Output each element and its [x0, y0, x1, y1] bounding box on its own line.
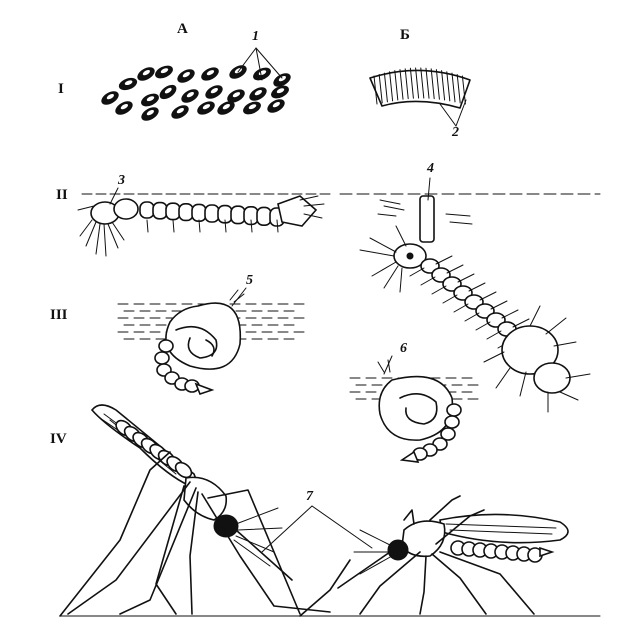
- callout-lines-others: [109, 177, 431, 553]
- egg: [141, 93, 159, 107]
- callout-7: 7: [306, 489, 313, 504]
- larva-vertical: [359, 195, 591, 413]
- egg: [249, 87, 267, 101]
- pupa-tail-segment: [440, 427, 456, 441]
- egg: [201, 67, 219, 81]
- row-label-1: I: [58, 81, 64, 97]
- larva-horizontal: [77, 195, 325, 257]
- row-label-3: III: [50, 307, 68, 323]
- larva-segment: [139, 201, 155, 219]
- egg: [271, 85, 289, 99]
- egg: [118, 77, 138, 91]
- pupa-tail-segment: [444, 415, 460, 429]
- pupa-tail-segment: [154, 351, 170, 365]
- callout-6: 6: [400, 341, 407, 356]
- larva-segment: [204, 204, 220, 223]
- egg: [243, 101, 261, 115]
- egg: [155, 65, 173, 79]
- callout-2: 2: [452, 125, 459, 140]
- egg: [171, 105, 189, 119]
- larva-segment: [152, 201, 168, 220]
- egg: [197, 101, 215, 115]
- egg-raft-b: [369, 67, 471, 109]
- row-label-2: II: [56, 187, 68, 203]
- egg: [141, 107, 159, 121]
- row-label-4: IV: [50, 431, 67, 447]
- larva-segment: [165, 202, 181, 221]
- egg: [267, 99, 285, 113]
- callout-1: 1: [252, 29, 259, 44]
- egg: [181, 89, 199, 103]
- larva-segment: [230, 205, 246, 225]
- eggs-group-a: [101, 65, 291, 121]
- pupa-6: [349, 359, 479, 463]
- column-label-a: А: [177, 21, 188, 37]
- larva-segment: [191, 203, 207, 222]
- abdomen-segment: [174, 461, 193, 479]
- egg: [137, 67, 155, 81]
- callout-5: 5: [246, 273, 253, 288]
- callout-lines-2: [439, 99, 467, 127]
- egg: [101, 91, 119, 105]
- egg: [177, 69, 195, 83]
- ground-lines: [59, 451, 601, 617]
- larva-segment: [178, 203, 194, 222]
- larva-segment: [256, 206, 272, 226]
- egg: [205, 85, 223, 99]
- egg: [227, 89, 245, 103]
- callout-lines-1: [237, 47, 283, 81]
- egg: [115, 101, 133, 115]
- egg: [217, 101, 235, 115]
- column-label-b: Б: [400, 27, 410, 43]
- pupa-tail-segment: [158, 339, 174, 353]
- callout-3: 3: [118, 173, 125, 188]
- pupa-5: [117, 289, 305, 395]
- adult-mosquito-left: [67, 404, 331, 615]
- callout-4: 4: [427, 161, 434, 176]
- egg: [159, 84, 177, 100]
- pupa-tail-segment: [446, 403, 462, 417]
- adult-mosquito-right: [337, 495, 569, 615]
